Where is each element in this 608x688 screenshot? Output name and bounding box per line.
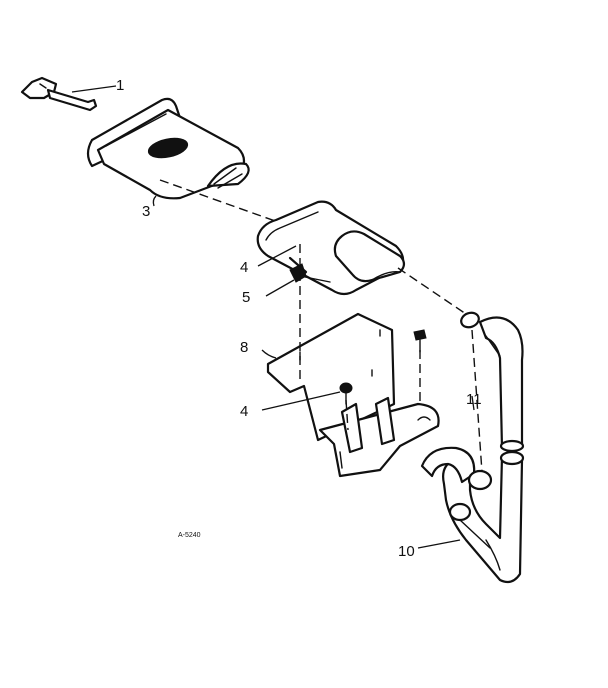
callout-11: 11	[466, 391, 482, 408]
drawing-code: A-5240	[178, 532, 201, 539]
callout-4-lower: 4	[240, 403, 248, 420]
callout-3: 3	[142, 203, 150, 220]
lower-duct-elbow	[256, 200, 406, 296]
part-10-y-hose	[420, 446, 525, 584]
part-8-mounting-plate	[266, 312, 396, 442]
callout-1: 1	[116, 77, 124, 94]
callout-5: 5	[242, 289, 250, 306]
part-3-upper-duct	[86, 97, 250, 200]
part-1-key	[20, 76, 98, 112]
callout-10: 10	[398, 543, 415, 560]
callout-4-upper: 4	[240, 259, 248, 276]
callout-8: 8	[240, 339, 248, 356]
assembly-lines	[159, 179, 483, 473]
leader-lines	[71, 85, 475, 549]
part-11-elbow-hose	[460, 311, 525, 453]
plate-screw	[413, 329, 427, 353]
part-5-clip	[289, 263, 331, 283]
